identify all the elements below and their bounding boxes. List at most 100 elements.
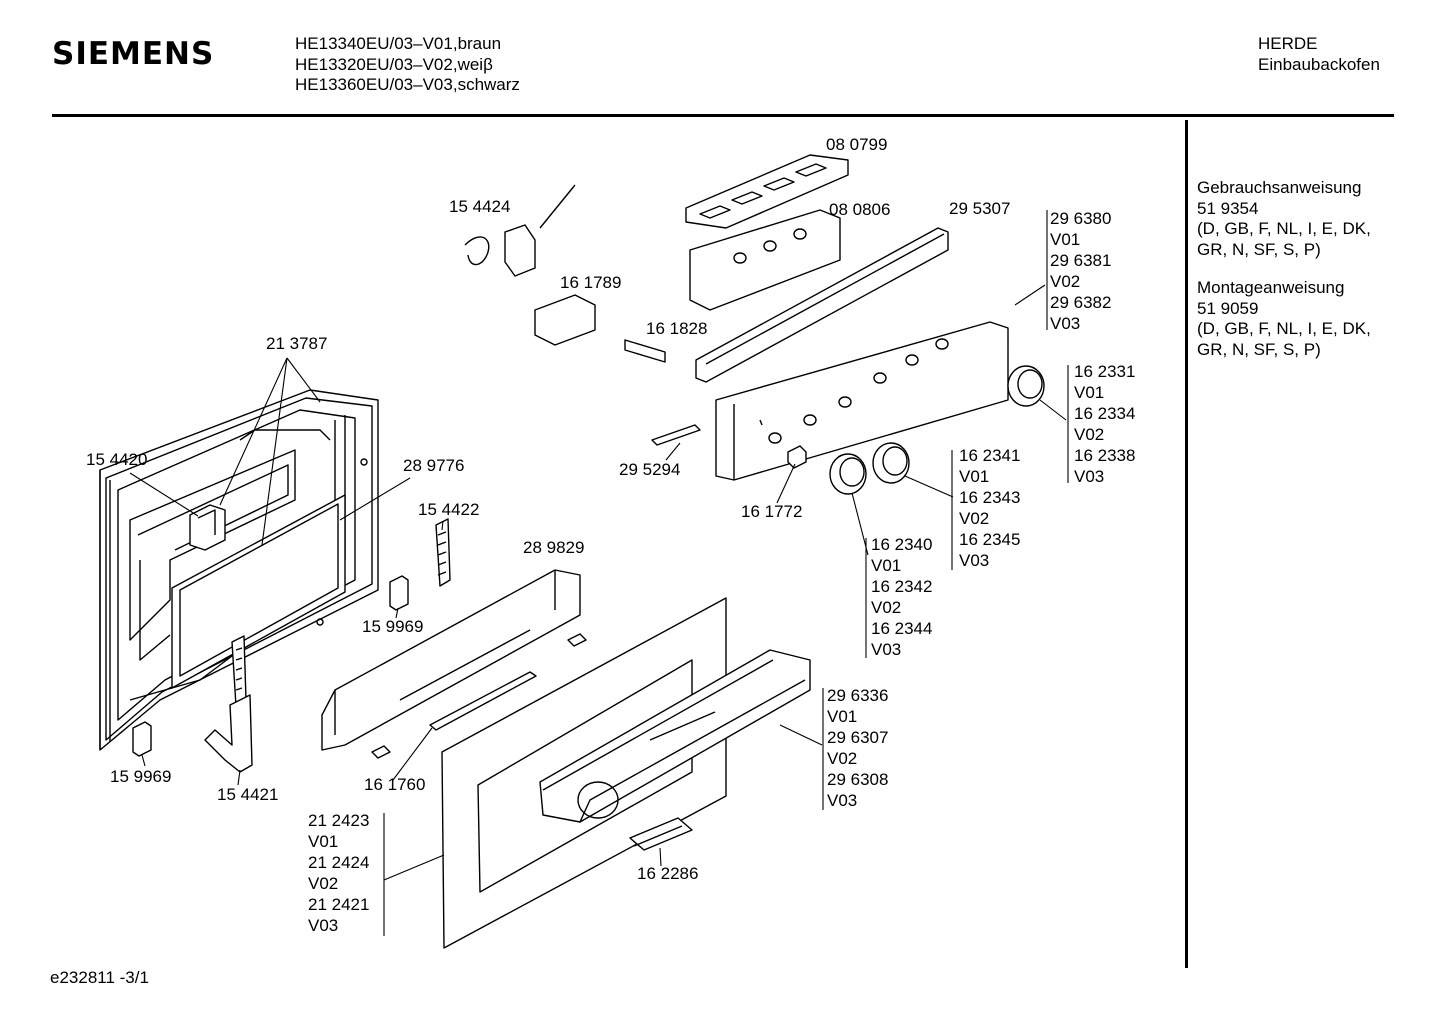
model-line: HE13340EU/03–V01,braun (295, 34, 502, 53)
part-label: 15 4422 (418, 500, 479, 519)
part-label: 28 9829 (523, 538, 584, 557)
thermostat-drawing (464, 184, 576, 277)
document-entry: Gebrauchsanweisung 51 9354 (D, GB, F, NL… (1197, 178, 1371, 260)
part-label: 08 0799 (826, 135, 887, 154)
variant-entry: V03 (827, 791, 857, 810)
part-labels: 08 0799 15 4424 08 0806 29 5307 16 1789 … (86, 135, 1135, 935)
part-label: 16 1760 (364, 775, 425, 794)
variant-entry: 21 2424 (308, 853, 369, 872)
document-number: 51 9354 (1197, 198, 1259, 218)
part-label: 21 3787 (266, 334, 327, 353)
switch-cover-drawing (685, 154, 849, 229)
model-list: HE13340EU/03–V01,braun HE13320EU/03–V02,… (295, 34, 520, 96)
variant-list-knob-mid: 16 2341 V01 16 2343 V02 16 2345 V03 (959, 446, 1020, 570)
document-title: Montageanweisung (1197, 278, 1345, 297)
variant-list-knob-left: 16 2340 V01 16 2342 V02 16 2344 V03 (871, 535, 932, 659)
part-label: 16 1772 (741, 502, 802, 521)
variant-entry: V02 (871, 598, 901, 617)
variant-entry: 16 2338 (1074, 446, 1135, 465)
variant-entry: 16 2331 (1074, 362, 1135, 381)
part-label: 16 1828 (646, 319, 707, 338)
hinge-right-drawing (435, 518, 451, 587)
variant-entry: 21 2421 (308, 895, 369, 914)
control-panel-drawing (715, 321, 1009, 481)
part-label: 15 4420 (86, 450, 147, 469)
brand-logo: SIEMENS (52, 36, 215, 72)
spacer-block-drawing (132, 575, 409, 757)
handle-bracket-drawing (629, 817, 693, 851)
model-line: HE13320EU/03–V02,weiβ (295, 54, 493, 74)
variant-entry: 16 2341 (959, 446, 1020, 465)
part-label: 15 4421 (217, 785, 278, 804)
indicator-lamp-drawing (624, 339, 666, 363)
variant-entry: V03 (871, 640, 901, 659)
variant-entry: 16 2345 (959, 530, 1020, 549)
lamp-clip-drawing (787, 445, 807, 469)
variant-list-handle: 29 6336 V01 29 6307 V02 29 6308 V03 (827, 686, 888, 810)
leader-lines (129, 210, 1069, 936)
variant-entry: V02 (1074, 425, 1104, 444)
hinge-left-drawing (204, 635, 253, 773)
variant-entry: 29 6336 (827, 686, 888, 705)
variant-entry: 16 2343 (959, 488, 1020, 507)
panel-frame-drawing (695, 227, 949, 383)
document-entry: Montageanweisung 51 9059 (D, GB, F, NL, … (1197, 278, 1371, 360)
variant-entry: V01 (827, 707, 857, 726)
variant-entry: 29 6308 (827, 770, 888, 789)
document-number: 51 9059 (1197, 298, 1259, 318)
part-label: 15 4424 (449, 197, 510, 216)
variant-entry: 29 6307 (827, 728, 888, 747)
category-line: HERDE (1258, 34, 1318, 53)
variant-entry: 29 6382 (1050, 293, 1111, 312)
variant-list-panel: 29 6380 V01 29 6381 V02 29 6382 V03 (1050, 209, 1111, 333)
switch-block-drawing (689, 209, 841, 311)
variant-entry: 16 2344 (871, 619, 932, 638)
part-label: 16 1789 (560, 273, 621, 292)
category-line: Einbaubackofen (1258, 54, 1380, 74)
variant-entry: V03 (308, 916, 338, 935)
variant-entry: 29 6380 (1050, 209, 1111, 228)
header-divider (52, 114, 1394, 117)
selector-switch-drawing (534, 294, 596, 346)
variant-entry: V01 (1074, 383, 1104, 402)
document-languages: GR, N, SF, S, P) (1197, 239, 1321, 259)
door-handle-drawing (539, 649, 811, 823)
variant-entry: 16 2334 (1074, 404, 1135, 423)
variant-entry: V03 (1074, 467, 1104, 486)
model-line: HE13360EU/03–V03,schwarz (295, 75, 520, 94)
variant-list-door: 21 2423 V01 21 2424 V02 21 2421 V03 (308, 811, 369, 935)
part-label: 15 9969 (362, 617, 423, 636)
variant-entry: V02 (827, 749, 857, 768)
bracket-drawing (651, 424, 701, 446)
product-category: HERDE Einbaubackofen (1258, 34, 1380, 75)
variant-entry: V03 (1050, 314, 1080, 333)
variant-entry: V03 (959, 551, 989, 570)
part-label: 16 2286 (637, 864, 698, 883)
sensor-clip-drawing (189, 504, 226, 551)
variant-entry: V01 (871, 556, 901, 575)
sidebar-divider (1185, 120, 1188, 968)
variant-list-knob-right: 16 2331 V01 16 2334 V02 16 2338 V03 (1074, 362, 1135, 486)
part-label: 29 5307 (949, 199, 1010, 218)
part-label: 28 9776 (403, 456, 464, 475)
grill-element-drawing (171, 494, 346, 689)
document-languages: (D, GB, F, NL, I, E, DK, (1197, 219, 1371, 238)
part-label: 15 9969 (110, 767, 171, 786)
variant-entry: V02 (308, 874, 338, 893)
drawing-reference: e232811 -3/1 (50, 968, 149, 987)
variant-entry: 21 2423 (308, 811, 369, 830)
variant-entry: V02 (959, 509, 989, 528)
document-list: Gebrauchsanweisung 51 9354 (D, GB, F, NL… (1197, 178, 1371, 378)
part-label: 29 5294 (619, 460, 680, 479)
document-title: Gebrauchsanweisung (1197, 178, 1362, 197)
variant-entry: V01 (308, 832, 338, 851)
part-label: 08 0806 (829, 200, 890, 219)
door-rail-drawing (321, 569, 587, 759)
variant-entry: 16 2342 (871, 577, 932, 596)
variant-entry: V01 (1050, 230, 1080, 249)
variant-entry: 16 2340 (871, 535, 932, 554)
variant-entry: V01 (959, 467, 989, 486)
variant-entry: V02 (1050, 272, 1080, 291)
variant-entry: 29 6381 (1050, 251, 1111, 270)
